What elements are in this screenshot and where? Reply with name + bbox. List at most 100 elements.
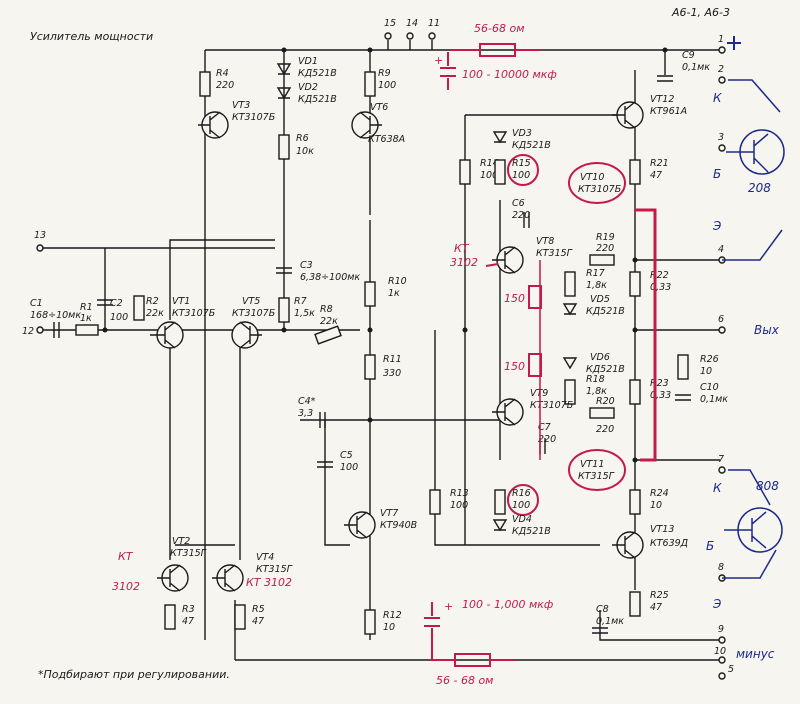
svg-text:R4: R4: [216, 68, 229, 79]
svg-text:168÷10мк: 168÷10мк: [30, 310, 81, 321]
resistor-R26: R26 10: [677, 354, 719, 380]
schematic-title: Усилитель мощности: [30, 30, 153, 43]
svg-text:КТ638А: КТ638А: [368, 134, 405, 145]
svg-text:КТ639Д: КТ639Д: [650, 538, 688, 549]
svg-text:3102: 3102: [450, 256, 478, 269]
capacitor-C4: C4* 3,3: [298, 396, 326, 428]
svg-text:47: 47: [252, 616, 264, 627]
svg-text:КТ3107Б: КТ3107Б: [232, 112, 276, 123]
svg-text:минус: минус: [736, 647, 775, 661]
svg-text:8: 8: [718, 562, 724, 573]
svg-text:VT13: VT13: [650, 524, 674, 535]
capacitor-C1: C1 168÷10мк: [30, 298, 81, 338]
svg-text:100: 100: [450, 500, 468, 511]
terminal-13: 13: [34, 230, 46, 252]
resistor-R2: R2 22к: [133, 295, 164, 321]
terminal-15: 15: [384, 18, 396, 40]
svg-text:1к: 1к: [80, 313, 92, 324]
added-capacitor-bottom: + 100 - 1,000 мкф: [424, 598, 553, 660]
svg-text:12: 12: [22, 326, 34, 337]
terminal-1: 1: [718, 34, 726, 54]
svg-text:56 - 68 ом: 56 - 68 ом: [436, 674, 493, 687]
svg-text:К: К: [713, 91, 722, 105]
resistor-R17: R17 1,8к: [564, 268, 607, 297]
transistor-VT13: VT13 КТ639Д: [612, 524, 688, 559]
svg-text:Б: Б: [706, 539, 714, 553]
svg-text:КД521В: КД521В: [298, 68, 337, 79]
svg-text:1к: 1к: [388, 288, 400, 299]
svg-text:Э: Э: [712, 219, 722, 233]
svg-text:C5: C5: [340, 450, 353, 461]
svg-text:6,38÷100мк: 6,38÷100мк: [300, 272, 360, 283]
svg-text:100: 100: [480, 170, 498, 181]
capacitor-C9: C9 0,1мк: [657, 50, 710, 82]
kt3102-note-left: КТ 3102: [112, 550, 140, 593]
svg-text:100: 100: [110, 312, 128, 323]
svg-text:КД521В: КД521В: [586, 306, 625, 317]
svg-text:R1: R1: [80, 302, 93, 313]
svg-text:КТ3107Б: КТ3107Б: [172, 308, 216, 319]
resistor-R18: R18 1,8к: [564, 374, 607, 405]
svg-text:КТ: КТ: [454, 242, 470, 255]
svg-text:КТ315Г: КТ315Г: [536, 248, 573, 259]
external-transistor-lower: 808 К Б Э: [706, 469, 783, 611]
svg-text:3: 3: [718, 132, 724, 143]
svg-text:Э: Э: [712, 597, 722, 611]
terminal-12: 12: [22, 326, 44, 337]
svg-text:R18: R18: [586, 374, 605, 385]
transistor-VT4: VT4 КТ315Г: [212, 552, 293, 592]
resistor-R14: R14 100: [459, 158, 499, 185]
svg-text:47: 47: [650, 170, 662, 181]
transistor-VT10: VT10 КТ3107Б: [568, 162, 626, 204]
terminal-2: 2: [718, 64, 726, 84]
svg-text:0,1мк: 0,1мк: [596, 616, 624, 627]
diode-VD5: VD5 КД521В: [562, 294, 625, 317]
svg-text:КТ3107Б: КТ3107Б: [530, 400, 574, 411]
transistor-VT2: VT2 КТ315Г: [157, 536, 207, 592]
diode-VD3: VD3 КД521В: [492, 128, 551, 151]
resistor-R25: R25 47: [629, 590, 669, 617]
resistor-R7: R7 1,5к: [278, 296, 315, 323]
svg-text:R15: R15: [512, 158, 531, 169]
svg-text:КТ315Г: КТ315Г: [170, 548, 207, 559]
svg-text:VD5: VD5: [590, 294, 610, 305]
svg-text:0,1мк: 0,1мк: [700, 394, 728, 405]
svg-text:220: 220: [538, 434, 556, 445]
wiring: [40, 40, 720, 661]
resistor-R11: R11 330: [364, 354, 402, 380]
svg-text:VD6: VD6: [590, 352, 610, 363]
terminal-7: 7: [718, 454, 726, 474]
svg-text:+: +: [434, 54, 443, 67]
svg-text:R12: R12: [383, 610, 402, 621]
svg-text:3102: 3102: [112, 580, 140, 593]
svg-text:100: 100: [378, 80, 396, 91]
resistor-R22: R22 0,33: [629, 270, 671, 297]
resistor-R15: R15 100: [494, 154, 539, 186]
svg-text:КТ315Г: КТ315Г: [256, 564, 293, 575]
svg-text:47: 47: [650, 602, 662, 613]
diode-VD6: VD6 КД521В: [562, 352, 625, 375]
resistor-R21: R21 47: [629, 158, 669, 185]
terminal-10: 10: [714, 646, 726, 664]
svg-text:VT11: VT11: [580, 459, 604, 470]
terminal-6: 6: [718, 314, 726, 334]
capacitor-C2: C2 100: [97, 298, 128, 323]
svg-text:R17: R17: [586, 268, 605, 279]
svg-text:R3: R3: [182, 604, 195, 615]
svg-text:0,1мк: 0,1мк: [682, 62, 710, 73]
svg-text:10: 10: [700, 366, 712, 377]
junctions: [102, 47, 668, 463]
svg-text:КД521В: КД521В: [512, 140, 551, 151]
resistor-R12: R12 10: [364, 609, 402, 635]
svg-text:C8: C8: [596, 604, 609, 615]
svg-text:220: 220: [596, 424, 614, 435]
svg-text:R20: R20: [596, 396, 615, 407]
svg-text:10: 10: [383, 622, 395, 633]
plus-sign: [727, 36, 741, 50]
capacitor-C6: C6 220: [512, 198, 530, 228]
svg-text:Б: Б: [713, 167, 721, 181]
svg-text:100: 100: [512, 500, 530, 511]
resistor-R1: R1 1к: [75, 302, 99, 336]
svg-text:КТ: КТ: [118, 550, 134, 563]
